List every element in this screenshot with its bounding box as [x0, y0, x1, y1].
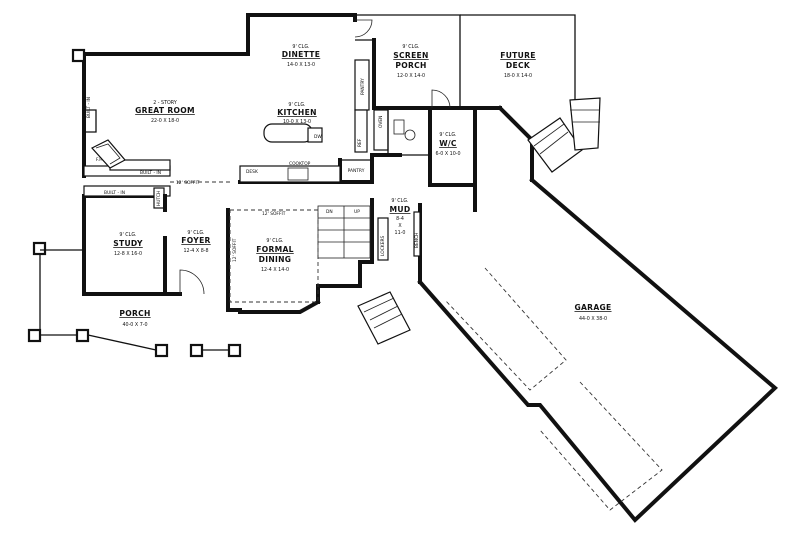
- svg-text:9' CLG.: 9' CLG.: [439, 132, 456, 138]
- svg-text:9' CLG.: 9' CLG.: [187, 230, 204, 236]
- room-screen-porch: 9' CLG. SCREEN PORCH 12-0 X 14-0: [393, 44, 428, 79]
- room-kitchen: 9' CLG. KITCHEN 10-0 X 13-0: [277, 102, 316, 125]
- svg-text:12' SOFFIT: 12' SOFFIT: [232, 238, 238, 262]
- svg-text:18-0 X 14-0: 18-0 X 14-0: [504, 73, 532, 79]
- svg-text:12-4 X 14-0: 12-4 X 14-0: [261, 267, 289, 273]
- svg-text:FOYER: FOYER: [181, 236, 210, 245]
- room-formal-dining: 9' CLG. FORMAL DINING 12-4 X 14-0: [256, 238, 294, 273]
- doors: [179, 19, 451, 295]
- svg-text:DESK: DESK: [246, 169, 258, 175]
- svg-text:14-0 X 13-0: 14-0 X 13-0: [287, 62, 315, 68]
- svg-text:22-0 X 18-0: 22-0 X 18-0: [151, 118, 179, 124]
- svg-text:12' SOFFIT: 12' SOFFIT: [262, 211, 286, 217]
- svg-text:F.P.: F.P.: [96, 157, 103, 163]
- svg-text:2 - STORY: 2 - STORY: [153, 100, 177, 106]
- svg-text:MUD: MUD: [390, 205, 411, 214]
- svg-text:PORCH: PORCH: [395, 61, 426, 70]
- svg-text:DINETTE: DINETTE: [282, 50, 321, 59]
- svg-text:9' CLG.: 9' CLG.: [292, 44, 309, 50]
- svg-text:W/C: W/C: [439, 139, 457, 148]
- svg-text:6-0 X 10-0: 6-0 X 10-0: [435, 151, 460, 157]
- svg-text:8-4: 8-4: [396, 216, 404, 222]
- svg-text:12-8 X 16-0: 12-8 X 16-0: [114, 251, 142, 257]
- svg-text:9' CLG.: 9' CLG.: [266, 238, 283, 244]
- dashed-lines: [170, 181, 663, 511]
- room-foyer: 9' CLG. FOYER 12-4 X 8-8: [181, 230, 210, 254]
- svg-text:HUTCH: HUTCH: [156, 191, 162, 206]
- svg-text:40-0 X 7-0: 40-0 X 7-0: [122, 322, 147, 328]
- svg-text:UP: UP: [354, 209, 360, 215]
- svg-text:REF: REF: [357, 138, 363, 147]
- svg-text:DW: DW: [314, 134, 322, 140]
- svg-text:STUDY: STUDY: [113, 239, 143, 248]
- svg-text:GARAGE: GARAGE: [574, 303, 611, 312]
- svg-text:SCREEN: SCREEN: [393, 51, 428, 60]
- svg-text:KITCHEN: KITCHEN: [277, 108, 316, 117]
- steps: [357, 97, 601, 345]
- svg-text:9' CLG.: 9' CLG.: [402, 44, 419, 50]
- svg-text:10-0 X 13-0: 10-0 X 13-0: [283, 119, 311, 125]
- exterior-walls: [82, 13, 778, 523]
- svg-text:FORMAL: FORMAL: [256, 245, 294, 254]
- room-porch: PORCH 40-0 X 7-0: [119, 309, 150, 328]
- room-study: 9' CLG. STUDY 12-8 X 16-0: [113, 232, 143, 257]
- svg-text:BENCH: BENCH: [414, 233, 420, 248]
- room-pantry: PANTRY: [348, 168, 365, 174]
- room-dinette: 9' CLG. DINETTE 14-0 X 13-0: [282, 44, 321, 68]
- svg-text:9' CLG.: 9' CLG.: [391, 198, 408, 204]
- fixture-labels: BUILT - IN F.P. BUILT - IN BUILT - IN 12…: [86, 78, 420, 262]
- svg-text:12-4 X 8-8: 12-4 X 8-8: [183, 248, 208, 254]
- svg-text:9' CLG.: 9' CLG.: [288, 102, 305, 108]
- svg-text:DN: DN: [326, 209, 333, 215]
- svg-text:LOCKERS: LOCKERS: [380, 235, 386, 256]
- room-future-deck: FUTURE DECK 18-0 X 14-0: [500, 51, 536, 79]
- svg-text:GREAT ROOM: GREAT ROOM: [135, 106, 195, 115]
- svg-text:BUILT - IN: BUILT - IN: [140, 170, 161, 176]
- svg-text:12' SOFFIT: 12' SOFFIT: [176, 180, 200, 186]
- room-mud: 9' CLG. MUD 8-4 X 11-0: [390, 198, 411, 236]
- svg-text:DINING: DINING: [259, 255, 292, 264]
- svg-text:PORCH: PORCH: [119, 309, 150, 318]
- svg-text:X: X: [398, 223, 402, 229]
- interior-walls: [83, 39, 430, 296]
- svg-text:OVEN: OVEN: [378, 116, 384, 128]
- porch-posts: [27, 48, 242, 358]
- room-garage: GARAGE 44-0 X 38-0: [574, 303, 611, 322]
- svg-text:9' CLG.: 9' CLG.: [119, 232, 136, 238]
- svg-text:PANTRY: PANTRY: [360, 78, 366, 95]
- svg-text:11-0: 11-0: [395, 230, 406, 236]
- svg-text:DECK: DECK: [506, 61, 531, 70]
- svg-text:BUILT - IN: BUILT - IN: [86, 97, 92, 118]
- stair-treads: [317, 205, 371, 259]
- svg-text:12-0 X 14-0: 12-0 X 14-0: [397, 73, 425, 79]
- svg-text:BUILT - IN: BUILT - IN: [104, 190, 125, 196]
- room-wic: 9' CLG. W/C 6-0 X 10-0: [435, 132, 460, 157]
- svg-text:COOKTOP: COOKTOP: [289, 161, 311, 167]
- room-great-room: 2 - STORY GREAT ROOM 22-0 X 18-0: [135, 100, 195, 124]
- svg-text:PANTRY: PANTRY: [348, 168, 365, 174]
- svg-text:FUTURE: FUTURE: [500, 51, 536, 60]
- svg-text:44-0 X 38-0: 44-0 X 38-0: [579, 316, 607, 322]
